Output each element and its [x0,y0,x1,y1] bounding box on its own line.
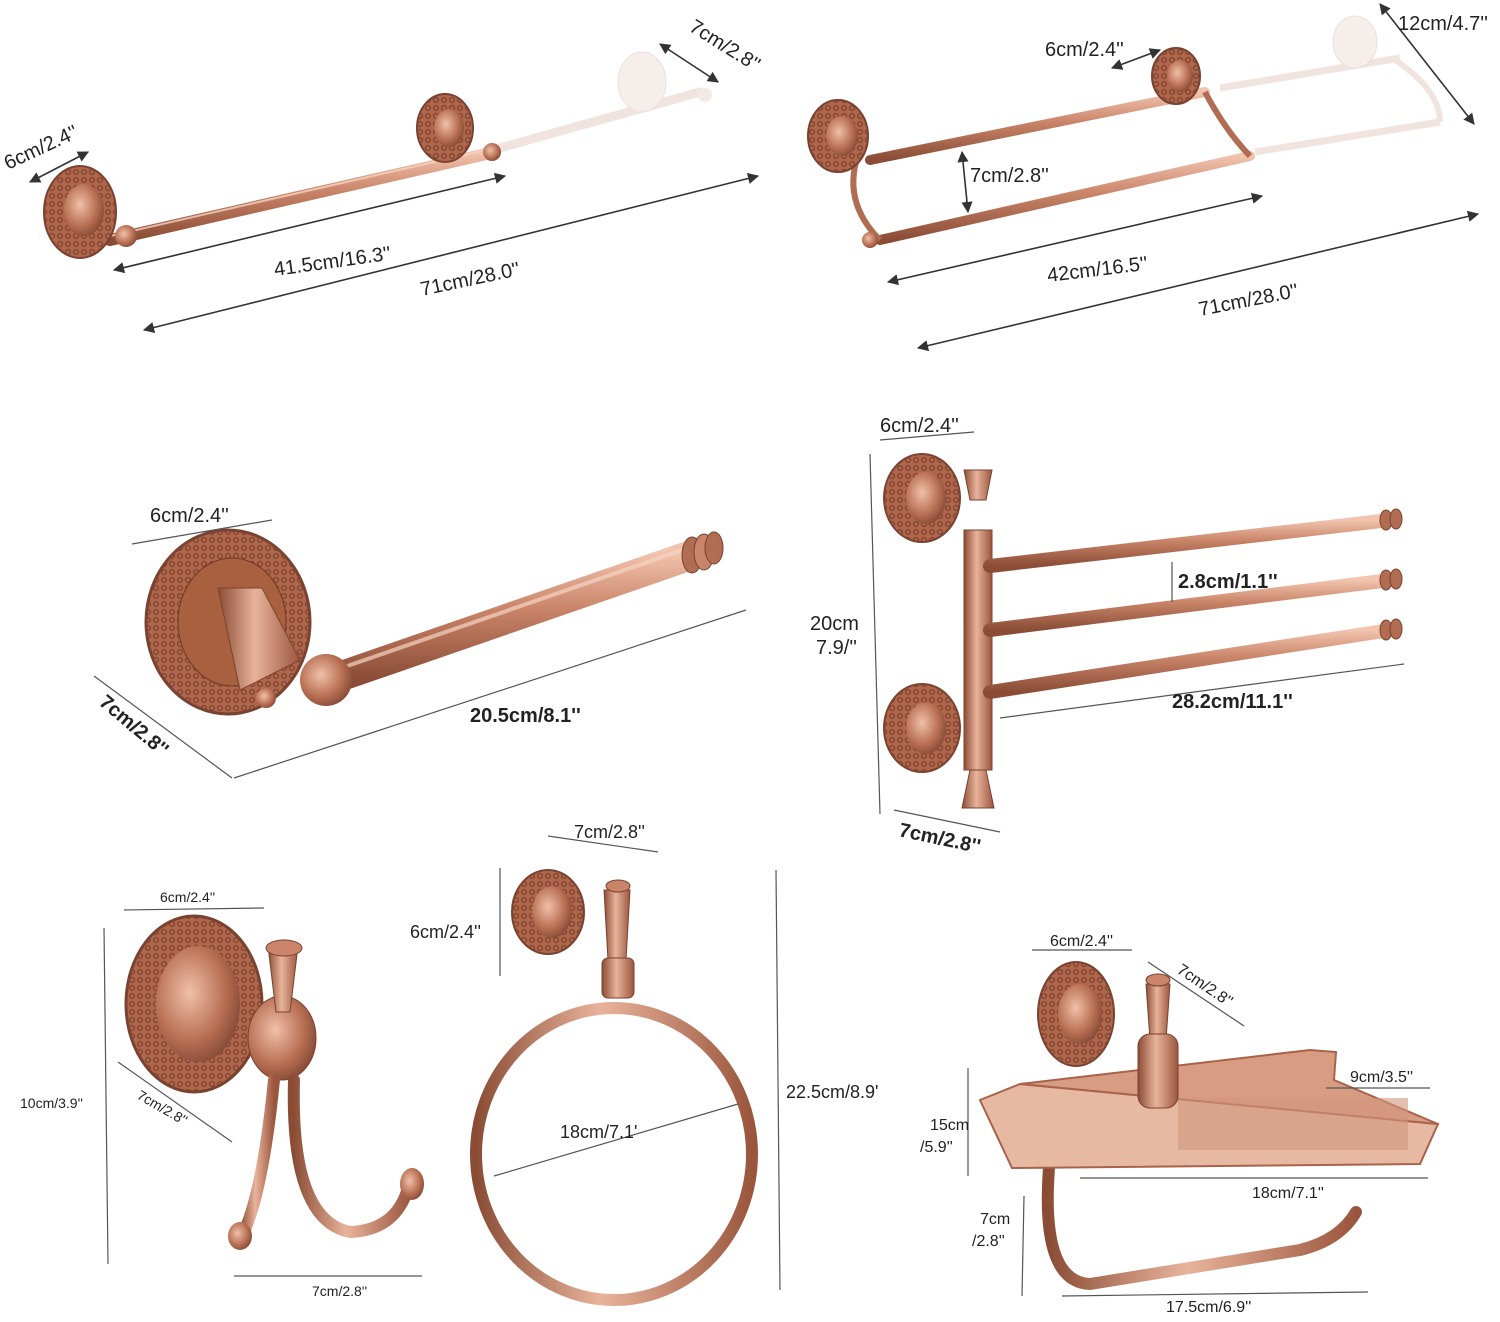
single-towel-bar-total-length-label: 71cm/28.0'' [418,258,521,301]
robe-hook: 6cm/2.4'' 10cm/3.9'' 7cm/2.8'' 7cm/2.8'' [20,889,424,1299]
paper-holder-shelf-width-label: 18cm/7.1'' [1252,1185,1324,1202]
towel-ring-base-label: 6cm/2.4'' [410,922,481,942]
towel-ring-ring [470,1002,758,1306]
toilet-paper-holder-arm [315,537,715,695]
paper-holder-shelf: 6cm/2.4'' 7cm/2.8'' 9cm/3.5'' 15cm /5.9'… [920,933,1440,1316]
paper-holder-shelf-arm-height-line2: /2.8'' [972,1233,1005,1250]
double-towel-bar-depth-label: 6cm/2.4'' [1045,39,1124,61]
double-towel-bar-lower-rod [875,151,1255,245]
swivel-towel-rack-height-line1: 20cm [810,613,859,635]
single-towel-bar-ghost-extension [495,51,712,153]
paper-holder-shelf-height-line2: /5.9'' [920,1139,953,1156]
towel-ring: 7cm/2.8'' 6cm/2.4'' 18cm/7.1' 22.5cm/8.9… [410,822,879,1306]
toilet-paper-holder-base-label: 6cm/2.4'' [150,505,229,527]
double-towel-bar-ghost-extension [1219,15,1443,156]
single-towel-bar-rod [104,146,501,246]
toilet-paper-holder: 6cm/2.4'' 7cm/2.8'' 20.5cm/8.1'' [93,505,747,779]
towel-ring-diameter-label: 18cm/7.1' [560,1122,637,1142]
single-towel-bar-depth-label: 6cm/2.4'' [1,121,82,174]
swivel-towel-rack-bar-3 [983,623,1397,699]
toilet-paper-holder-end-cap [681,531,724,574]
swivel-towel-rack-spacing-label: 2.8cm/1.1'' [1178,571,1278,593]
swivel-towel-rack-bar-2 [983,573,1397,637]
double-towel-bar-ghost-depth-label: 12cm/4.7'' [1398,13,1488,35]
robe-hook-width-label: 7cm/2.8'' [312,1283,367,1299]
swivel-towel-rack-bar-1 [983,513,1397,573]
robe-hook-long-arm [287,1074,416,1239]
robe-hook-base-label: 6cm/2.4'' [160,889,215,905]
towel-ring-height-label: 22.5cm/8.9' [786,1082,879,1102]
paper-holder-shelf-height-line1: 15cm [930,1117,969,1134]
swivel-towel-rack-length-label: 28.2cm/11.1'' [1172,691,1293,713]
paper-holder-shelf-arm-length-label: 17.5cm/6.9'' [1166,1299,1251,1316]
paper-holder-shelf-arm-height-line1: 7cm [980,1211,1010,1228]
toilet-paper-holder-length-label: 20.5cm/8.1'' [470,705,581,727]
paper-holder-shelf-arm [1041,1150,1362,1291]
double-towel-bar-total-length-label: 71cm/28.0'' [1197,280,1300,321]
double-towel-bar-length-label: 42cm/16.5'' [1046,253,1149,287]
double-towel-bar-upper-rod [865,87,1210,165]
swivel-towel-rack: 6cm/2.4'' 20cm 7.9/'' 2.8cm/1.1'' 28.2cm… [810,415,1405,858]
single-towel-bar: 6cm/2.4'' 7cm/2.8'' 41.5cm/16.3'' 71cm/2… [1,16,764,333]
single-towel-bar-length-label: 41.5cm/16.3'' [273,243,393,281]
robe-hook-height-label: 10cm/3.9'' [20,1095,83,1111]
swivel-towel-rack-height-line2: 7.9/'' [816,637,857,659]
swivel-towel-rack-base-label: 6cm/2.4'' [880,415,959,437]
double-towel-bar: 6cm/2.4'' 12cm/4.7'' 7cm/2.8'' 42cm/16.5… [807,3,1488,352]
paper-holder-shelf-base-label: 6cm/2.4'' [1050,933,1113,950]
paper-holder-shelf-shelf-depth-label: 9cm/3.5'' [1350,1069,1413,1086]
towel-ring-depth-label: 7cm/2.8'' [574,822,645,842]
robe-hook-short-arm [234,1074,280,1246]
double-towel-bar-spacing-label: 7cm/2.8'' [970,165,1049,187]
single-towel-bar-ghost-depth-label: 7cm/2.8'' [685,16,763,76]
